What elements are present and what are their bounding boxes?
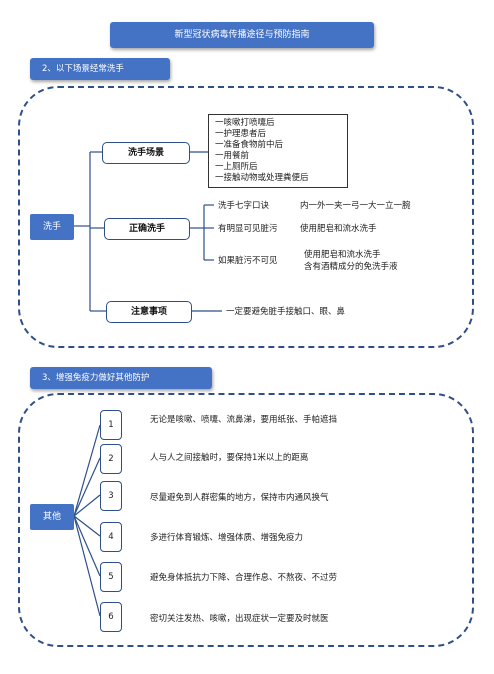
condition-text: 洗手七字口诀 (218, 201, 270, 211)
list-item: 一咳嗽打喷嚏后 (215, 118, 275, 128)
item-number-box: 5 (100, 562, 122, 592)
section-panel-immunity (18, 393, 474, 647)
item-number-box: 1 (100, 410, 122, 440)
scenario-list: 一咳嗽打喷嚏后 一护理患者后 一准备食物前中后 一用餐前 一上厕所后 一接触动物… (208, 114, 348, 188)
branch-node-correct-washing: 正确洗手 (104, 218, 190, 240)
section-panel-handwashing (18, 86, 474, 348)
list-item: 一护理患者后 (215, 129, 267, 139)
item-number-box: 4 (100, 522, 122, 552)
condition-text: 如果脏污不可见 (218, 256, 278, 266)
item-text: 密切关注发热、咳嗽，出现症状一定要及时就医 (150, 614, 329, 624)
root-node-other: 其他 (30, 504, 74, 530)
detail-text: 内一外一夹一弓一大一立一腕 (300, 201, 411, 211)
item-text: 多进行体育锻炼、增强体质、增强免疫力 (150, 533, 304, 543)
list-item: 一上厕所后 (215, 162, 258, 172)
detail-text: 使用肥皂和流水洗手 (304, 250, 381, 260)
item-text: 无论是咳嗽、喷嚏、流鼻涕，要用纸张、手帕遮挡 (150, 415, 338, 425)
branch-node-precautions: 注意事项 (106, 301, 192, 323)
item-text: 人与人之间接触时，要保持1米以上的距离 (150, 453, 309, 463)
condition-text: 有明显可见脏污 (218, 224, 278, 234)
item-number-box: 2 (100, 444, 122, 474)
item-text: 避免身体抵抗力下降、合理作息、不熬夜、不过劳 (150, 573, 338, 583)
detail-text: 使用肥皂和流水洗手 (300, 224, 377, 234)
item-number-box: 6 (100, 602, 122, 632)
note-text: 一定要避免脏手接触口、眼、鼻 (226, 307, 346, 317)
item-number-box: 3 (100, 481, 122, 511)
root-node-handwashing: 洗手 (30, 214, 74, 240)
list-item: 一用餐前 (215, 151, 250, 161)
section-header-immunity: 3、增强免疫力做好其他防护 (30, 367, 212, 389)
list-item: 一接触动物或处理粪便后 (215, 173, 309, 183)
branch-node-scenarios: 洗手场景 (102, 142, 190, 164)
section-header-handwashing: 2、以下场景经常洗手 (30, 58, 170, 80)
page-title: 新型冠状病毒传播途径与预防指南 (110, 22, 374, 48)
item-text: 尽量避免到人群密集的地方，保持市内通风换气 (150, 493, 329, 503)
detail-text: 含有酒精成分的免洗手液 (304, 262, 398, 272)
list-item: 一准备食物前中后 (215, 140, 284, 150)
